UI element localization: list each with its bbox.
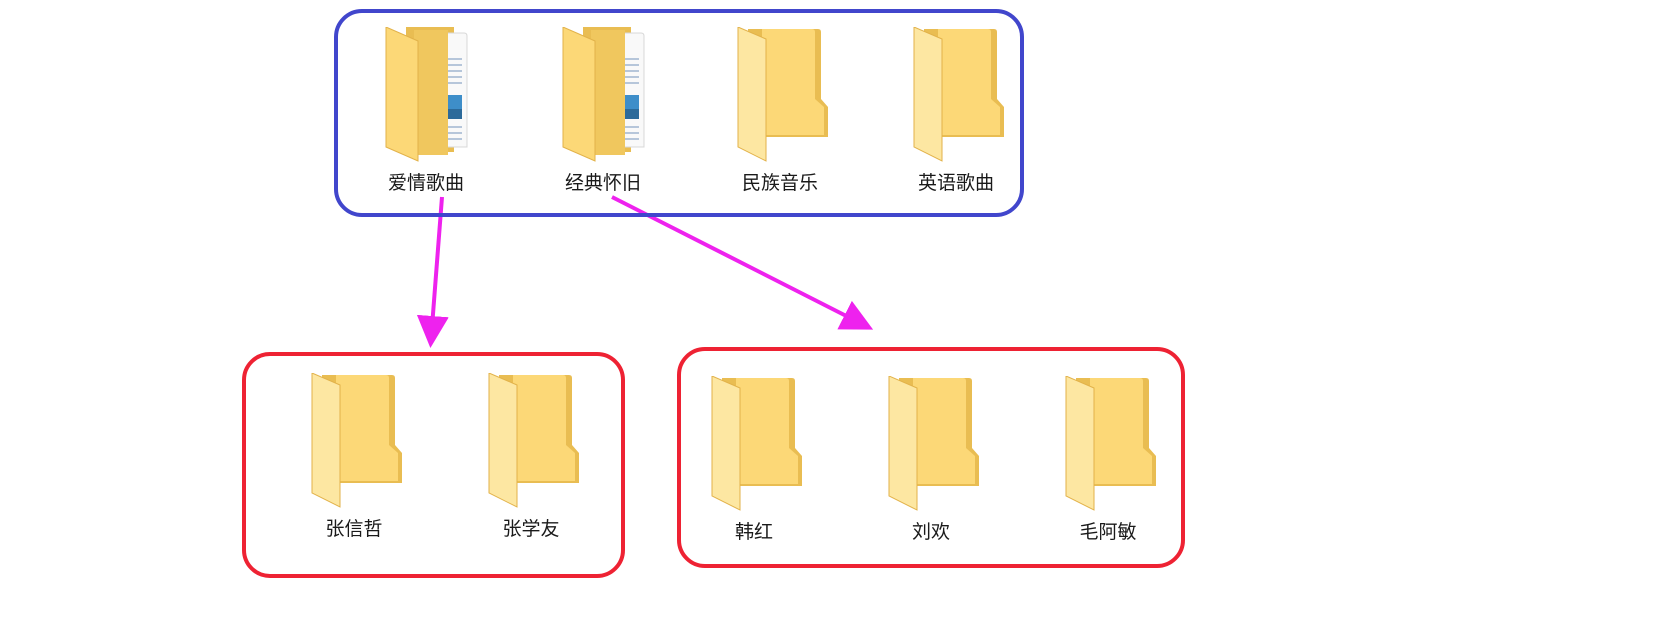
- folder-icon: [488, 373, 579, 508]
- folder-icon: [913, 27, 1004, 162]
- folder-icon: [1065, 376, 1156, 511]
- folder-label: 张学友: [502, 518, 560, 540]
- folder-label: 刘欢: [911, 521, 950, 543]
- arrow-love-songs-to-left-group: [416, 196, 449, 348]
- folder-icon: [311, 373, 402, 508]
- right-folder-group: [677, 347, 1185, 568]
- folder-folk-music[interactable]: 民族音乐: [720, 27, 840, 195]
- folder-mao-amin[interactable]: 毛阿敏: [1048, 376, 1168, 544]
- folder-label: 经典怀旧: [564, 172, 641, 194]
- folder-with-files-icon: [562, 27, 645, 162]
- folder-label: 毛阿敏: [1079, 521, 1137, 543]
- folder-love-songs[interactable]: 爱情歌曲: [366, 27, 486, 195]
- folder-icon: [888, 376, 979, 511]
- folder-icon: [737, 27, 828, 162]
- folder-icon: [711, 376, 802, 511]
- folder-han-hong[interactable]: 韩红: [694, 376, 814, 544]
- left-folder-group: [242, 352, 625, 578]
- folder-with-files-icon: [385, 27, 468, 162]
- folder-english-songs[interactable]: 英语歌曲: [896, 27, 1016, 195]
- folder-label: 爱情歌曲: [387, 172, 464, 194]
- folder-zhang-xueyou[interactable]: 张学友: [471, 373, 591, 541]
- top-folder-group: [334, 9, 1024, 217]
- folder-label: 张信哲: [325, 518, 383, 540]
- folder-label: 英语歌曲: [917, 172, 994, 194]
- folder-label: 韩红: [734, 521, 773, 543]
- folder-label: 民族音乐: [741, 172, 818, 194]
- folder-classic-nostalgia[interactable]: 经典怀旧: [543, 27, 663, 195]
- folder-liu-huan[interactable]: 刘欢: [871, 376, 991, 544]
- folder-zhang-xinzhe[interactable]: 张信哲: [294, 373, 414, 541]
